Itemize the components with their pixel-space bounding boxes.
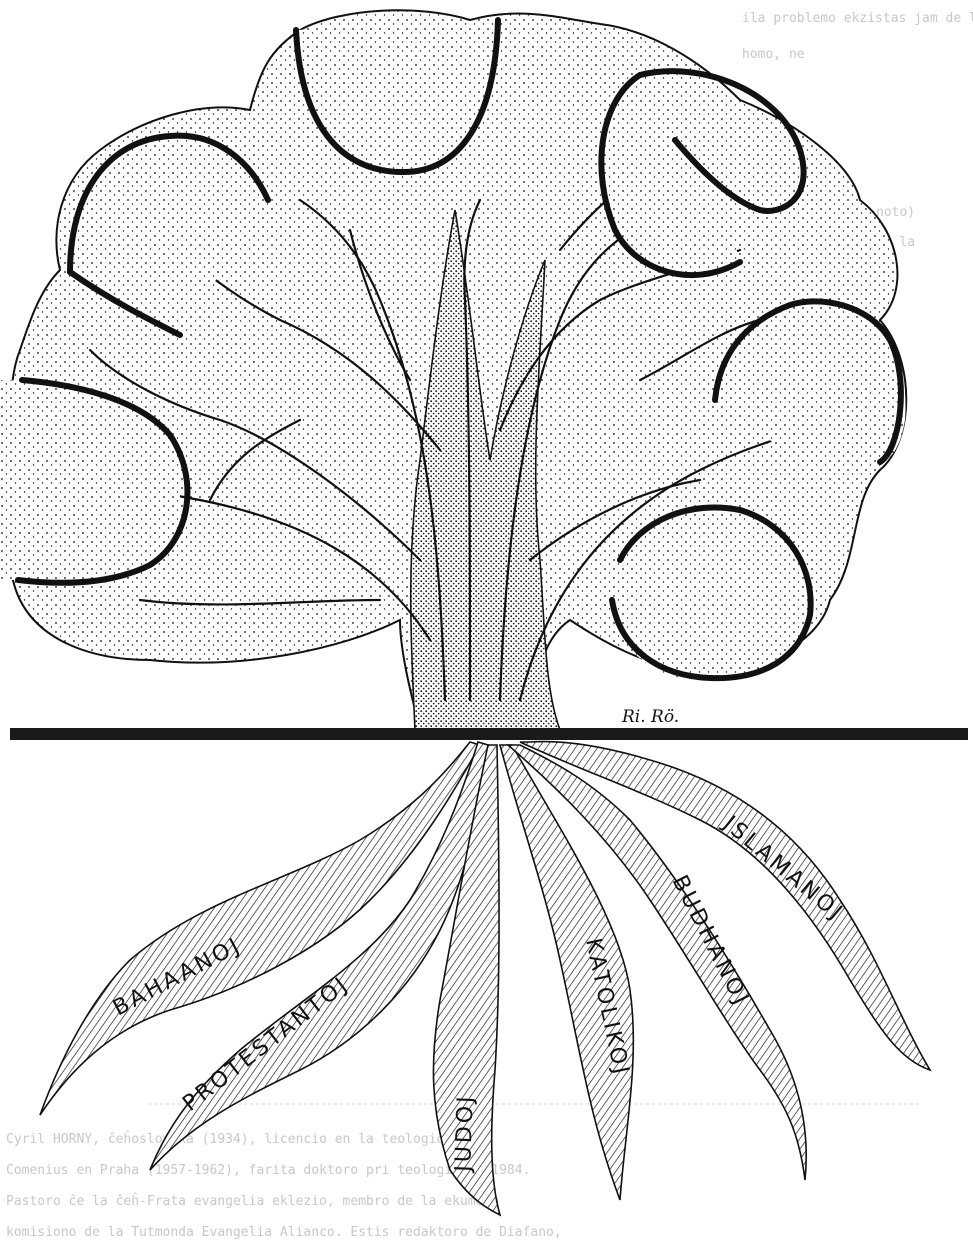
root-label-islamanoj: JSLAMANOJ [717, 810, 849, 927]
artist-signature: Ri. Rö. [621, 707, 679, 727]
roots: BAHAANOJ PROTESTANTOJ JUDOJ KATOLIKOJ BU… [40, 742, 930, 1215]
bleed-line: komisiono de la Tutmonda Evangelia Alian… [6, 1225, 562, 1240]
bleed-line: ila problemo ekzistas jam de la komenco … [742, 11, 973, 26]
bleed-line: Pastoro ĉe la ĉeĥ-Frata evangelia eklezi… [6, 1193, 499, 1209]
root-budhanoj-shape [508, 745, 806, 1180]
bleed-through-text-top: ila problemo ekzistas jam de la komenco … [742, 11, 973, 62]
tree-crown [0, 10, 906, 730]
bleed-line: Cyril HORNY, ĉeĥoslovaka (1934), licenci… [6, 1131, 468, 1147]
bleed-line: homo, ne [742, 47, 805, 62]
ground-line [10, 728, 968, 740]
root-label-judoj: JUDOJ [451, 1093, 479, 1174]
bleed-line: noto) [876, 205, 915, 220]
